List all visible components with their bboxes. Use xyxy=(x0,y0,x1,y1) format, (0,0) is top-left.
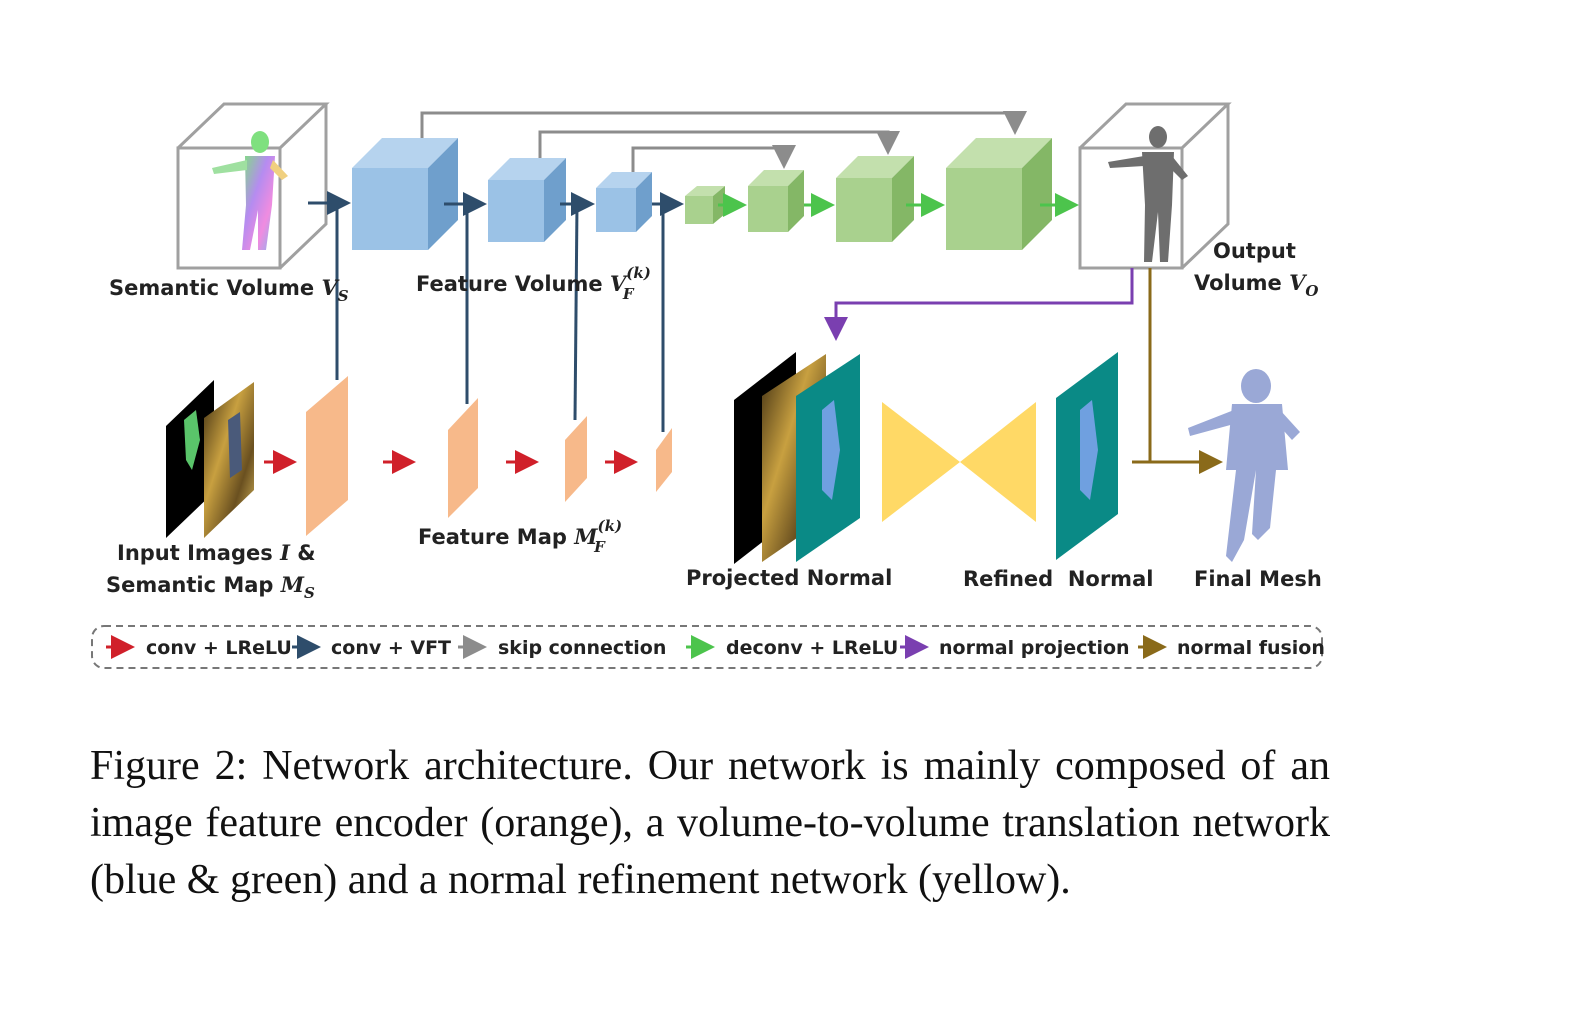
semantic-human-figure xyxy=(212,131,288,250)
projected-normal-label: Projected Normal xyxy=(686,566,892,590)
vft-vertical-links xyxy=(335,203,665,432)
semantic-volume-label: Semantic Volume VS xyxy=(109,275,349,305)
svg-text:conv + LReLU: conv + LReLU xyxy=(146,637,292,659)
legend-frame xyxy=(91,625,1323,669)
projected-normal-stack xyxy=(734,352,860,564)
feature-map-3 xyxy=(565,416,587,502)
feature-map-1 xyxy=(306,376,348,536)
svg-text:skip connection: skip connection xyxy=(498,637,666,659)
svg-text:normal fusion: normal fusion xyxy=(1177,637,1325,659)
network-architecture-diagram: Semantic Volume VS Feature Volume V(k)F … xyxy=(91,102,1325,669)
input-images-label: Input Images I & xyxy=(117,540,316,565)
feature-volume-blue-2 xyxy=(488,158,566,242)
legend-item-normal-fusion: normal fusion xyxy=(1138,635,1325,659)
deconv-volume-green-4 xyxy=(946,138,1052,250)
feature-map-2 xyxy=(448,398,478,518)
refined-normal-label: Refined Normal xyxy=(963,567,1153,591)
final-mesh-figure xyxy=(1188,369,1300,562)
feature-volume-label: Feature Volume V(k)F xyxy=(416,264,651,303)
feature-map-label: Feature Map M(k)F xyxy=(418,517,622,556)
deconv-volume-green-2 xyxy=(748,170,804,232)
legend-item-normal-projection: normal projection xyxy=(900,635,1130,659)
input-images xyxy=(166,380,254,538)
feature-map-4 xyxy=(656,428,672,492)
output-human-figure xyxy=(1108,126,1188,262)
deconv-volume-green-3 xyxy=(836,156,914,242)
svg-text:conv + VFT: conv + VFT xyxy=(331,637,451,659)
legend-item-conv-vft: conv + VFT xyxy=(292,635,451,659)
refinement-network xyxy=(882,402,1036,522)
normal-projection-arrow xyxy=(824,268,1134,341)
semantic-volume-cube xyxy=(176,102,330,270)
refined-normal-map xyxy=(1056,352,1118,560)
legend: conv + LReLU conv + VFT skip connection … xyxy=(91,625,1325,669)
legend-item-conv-lrelu: conv + LReLU xyxy=(106,635,292,659)
output-label-line1: Output xyxy=(1213,239,1296,263)
feature-map-orange xyxy=(306,376,672,536)
normal-fusion-arrows xyxy=(1132,268,1223,474)
legend-item-skip-connection: skip connection xyxy=(458,635,666,659)
feature-volume-blue-3 xyxy=(596,172,652,232)
output-volume-label: Volume VO xyxy=(1194,270,1319,300)
legend-item-deconv-lrelu: deconv + LReLU xyxy=(686,635,898,659)
svg-text:normal projection: normal projection xyxy=(939,637,1130,659)
skip-connections xyxy=(420,111,1027,172)
feature-volume-blue-1 xyxy=(352,138,458,250)
figure-caption: Figure 2: Network architecture. Our netw… xyxy=(90,743,1330,903)
final-mesh-label: Final Mesh xyxy=(1194,567,1322,591)
svg-text:deconv + LReLU: deconv + LReLU xyxy=(726,637,898,659)
semantic-map-label: Semantic Map MS xyxy=(106,572,315,602)
output-volume-cube xyxy=(1078,102,1232,270)
